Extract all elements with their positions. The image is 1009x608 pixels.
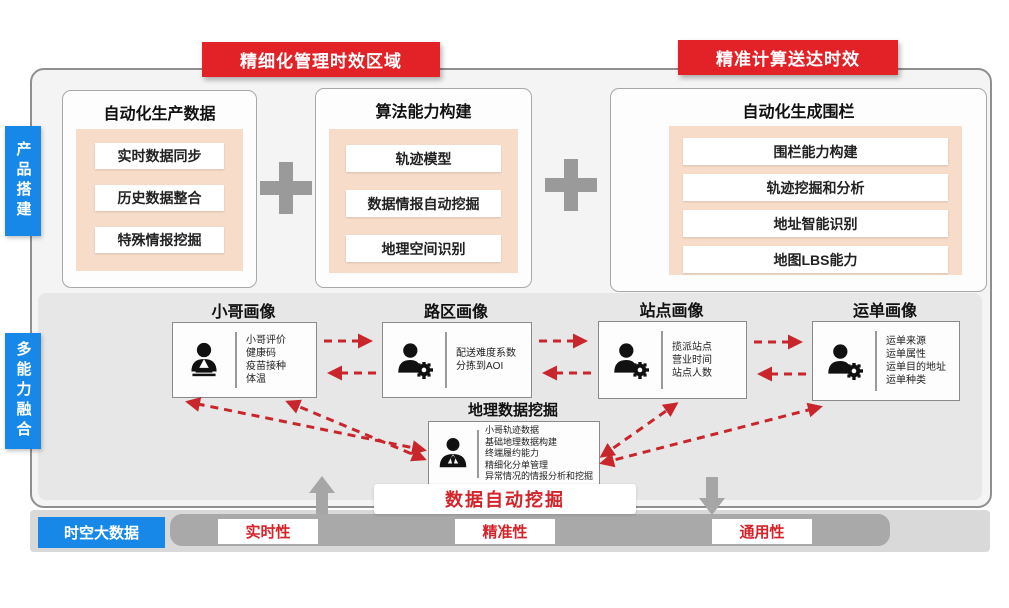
column-title: 自动化生产数据	[103, 106, 216, 123]
persona-detail-line: 运单目的地址	[886, 362, 946, 373]
capability-item: 轨迹模型	[346, 145, 501, 172]
analyst-icon	[429, 435, 477, 473]
persona-title-waybill: 运单画像	[852, 303, 917, 320]
persona-title-courier: 小哥画像	[211, 304, 276, 321]
persona-detail-line: 小哥评价	[246, 335, 286, 346]
capability-item: 数据情报自动挖掘	[346, 190, 501, 217]
column-auto-production-data: 自动化生产数据 实时数据同步 历史数据整合 特殊情报挖掘	[62, 90, 257, 288]
quality-realtime: 实时性	[218, 519, 318, 544]
capability-item: 轨迹挖掘和分析	[683, 174, 948, 201]
geo-mining-box: 小哥轨迹数据 基础地理数据构建 终端履约能力 精细化分单管理 异常情况的情报分析…	[428, 421, 600, 487]
persona-detail-line: 健康码	[246, 348, 276, 359]
user-gear-icon	[383, 339, 445, 381]
persona-detail-line: 疫苗接种	[246, 361, 286, 372]
banner-fine-management: 精细化管理时效区域	[202, 42, 440, 77]
geo-detail-line: 精细化分单管理	[485, 459, 549, 470]
persona-title-station: 站点画像	[639, 303, 704, 320]
persona-details: 运单来源 运单属性 运单目的地址 运单种类	[877, 335, 946, 387]
user-gear-icon	[813, 340, 875, 382]
user-gear-icon	[599, 339, 661, 381]
persona-details: 揽派站点 营业时间 站点人数	[663, 341, 712, 380]
quality-precision: 精准性	[455, 519, 555, 544]
geo-detail-line: 小哥轨迹数据	[485, 425, 540, 436]
persona-box-courier: 小哥评价 健康码 疫苗接种 体温	[172, 322, 317, 398]
data-auto-mining-label: 数据自动挖掘	[374, 484, 636, 514]
persona-detail-line: 运单属性	[886, 349, 926, 360]
capability-item: 围栏能力构建	[683, 138, 948, 165]
capability-item: 历史数据整合	[95, 185, 224, 211]
persona-detail-line: 运单种类	[886, 375, 926, 386]
banner-precise-delivery: 精准计算送达时效	[678, 40, 898, 75]
persona-box-route: 配送难度系数 分拣到AOI	[382, 322, 532, 398]
geo-mining-details: 小哥轨迹数据 基础地理数据构建 终端履约能力 精细化分单管理 异常情况的情报分析…	[479, 425, 593, 483]
capability-item: 特殊情报挖掘	[95, 227, 224, 253]
column-title: 算法能力构建	[375, 104, 472, 121]
persona-detail-line: 营业时间	[672, 354, 712, 366]
plus-icon	[260, 162, 312, 214]
divider	[661, 331, 663, 389]
geo-detail-line: 终端履约能力	[485, 448, 540, 459]
persona-detail-line: 配送难度系数	[456, 348, 516, 359]
geo-detail-line: 基础地理数据构建	[485, 436, 558, 447]
persona-detail-line: 分拣到AOI	[456, 361, 504, 372]
column-algorithm-capability: 算法能力构建 轨迹模型 数据情报自动挖掘 地理空间识别	[315, 88, 532, 288]
divider	[235, 331, 237, 389]
divider	[875, 331, 877, 391]
capability-item: 实时数据同步	[95, 143, 224, 169]
persona-box-station: 揽派站点 营业时间 站点人数	[598, 321, 747, 399]
capability-item: 地理空间识别	[346, 235, 501, 262]
capability-item: 地图LBS能力	[683, 246, 948, 273]
spatiotemporal-bigdata-label: 时空大数据	[38, 517, 165, 548]
persona-title-route: 路区画像	[423, 304, 488, 321]
plus-icon	[545, 159, 597, 211]
persona-box-waybill: 运单来源 运单属性 运单目的地址 运单种类	[812, 321, 960, 401]
geo-mining-title: 地理数据挖掘	[467, 402, 558, 419]
capability-item: 地址智能识别	[683, 210, 948, 237]
divider	[445, 331, 447, 389]
column-title: 自动化生成围栏	[742, 104, 855, 121]
persona-detail-line: 揽派站点	[672, 341, 712, 353]
column-auto-fence-generation: 自动化生成围栏 围栏能力构建 轨迹挖掘和分析 地址智能识别 地图LBS能力	[610, 88, 987, 292]
side-tab-multi-capability: 多能力融合	[5, 333, 41, 449]
side-tab-product-build: 产品搭建	[5, 126, 41, 236]
courier-laptop-icon	[173, 339, 235, 381]
persona-detail-line: 体温	[246, 374, 266, 385]
persona-details: 配送难度系数 分拣到AOI	[447, 347, 516, 373]
persona-detail-line: 运单来源	[886, 336, 926, 347]
persona-detail-line: 站点人数	[672, 367, 712, 379]
geo-detail-line: 异常情况的情报分析和挖掘	[485, 471, 594, 482]
persona-details: 小哥评价 健康码 疫苗接种 体温	[237, 334, 286, 386]
quality-generality: 通用性	[712, 519, 812, 544]
divider	[477, 429, 479, 479]
